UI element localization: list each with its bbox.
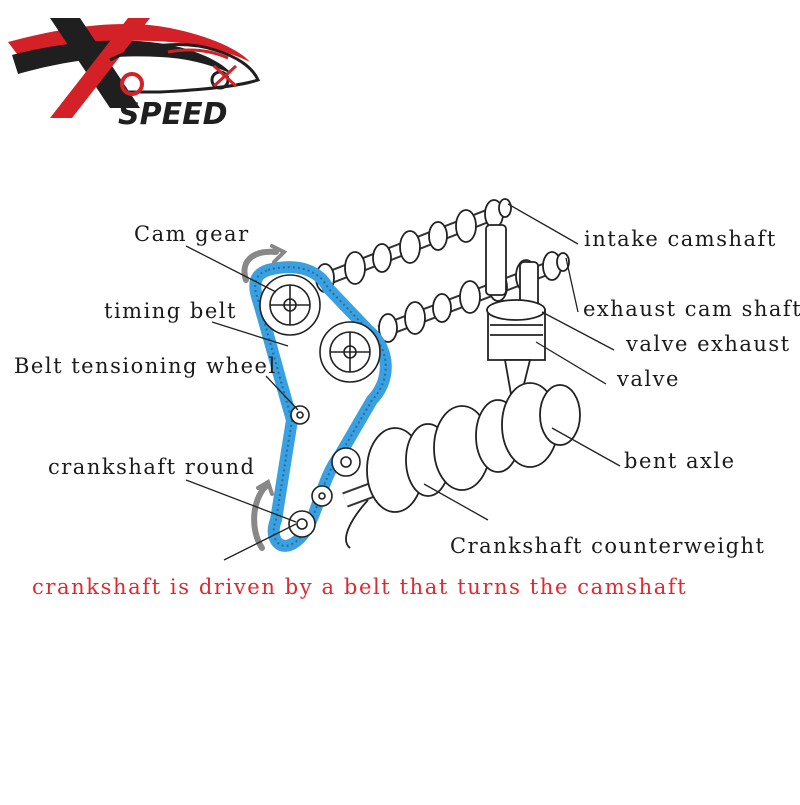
- label-bent-axle: bent axle: [624, 449, 736, 473]
- leader-lines: [185, 203, 621, 561]
- label-valve-exhaust: valve exhaust: [625, 332, 791, 356]
- caption: crankshaft is driven by a belt that turn…: [32, 575, 687, 599]
- logo-text: SPEED: [118, 97, 227, 132]
- crankshaft: [342, 382, 581, 549]
- label-crankshaft-round: crankshaft round: [48, 455, 255, 479]
- label-timing-belt: timing belt: [104, 299, 237, 323]
- label-cam-gear: Cam gear: [134, 222, 250, 246]
- cam-gear-exhaust: [319, 321, 381, 383]
- brand-logo: SPEED: [8, 18, 261, 132]
- cam-gear-intake: [259, 274, 321, 336]
- crankshaft-pulley: [288, 510, 316, 538]
- intake-camshaft: [315, 198, 512, 293]
- label-crankshaft-counterweight: Crankshaft counterweight: [450, 534, 765, 558]
- tensioner-wheel: [290, 405, 310, 425]
- label-belt-tensioning-wheel: Belt tensioning wheel: [14, 354, 277, 378]
- label-valve: valve: [616, 367, 680, 391]
- label-intake-camshaft: intake camshaft: [584, 227, 777, 251]
- label-exhaust-cam-shaft: exhaust cam shaft: [583, 297, 800, 321]
- idler-pulley: [311, 447, 361, 507]
- valve-assembly: [485, 224, 546, 401]
